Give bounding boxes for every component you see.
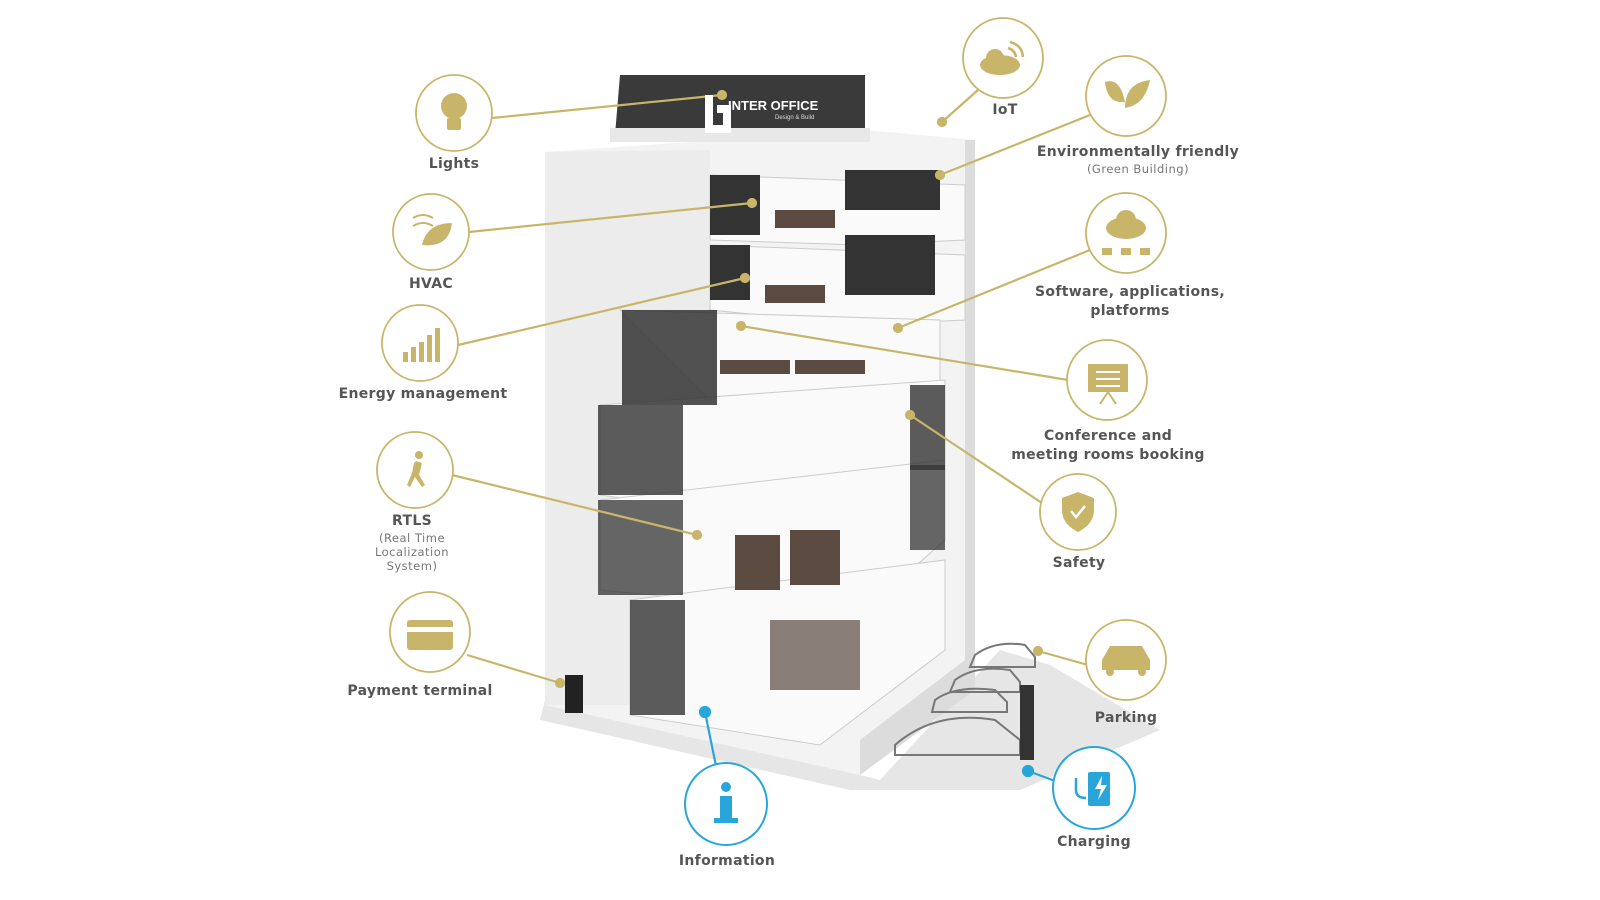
svg-text:INTER OFFICE: INTER OFFICE [728, 98, 819, 113]
ev-charger-icon [1074, 772, 1110, 806]
eco-subtitle: (Green Building) [1086, 162, 1190, 176]
energy-label: Energy management [338, 386, 508, 402]
rtls-title: RTLS [392, 513, 432, 529]
leaves-icon [1105, 80, 1150, 108]
hvac-label: HVAC [409, 276, 453, 292]
eco-circle [1085, 55, 1167, 137]
parking-label: Parking [1094, 710, 1158, 726]
walking-person-icon [407, 451, 425, 487]
bar-chart-icon [403, 328, 440, 362]
rtls-subtitle: (Real Time Localization System) [374, 531, 450, 573]
presentation-board-icon [1088, 364, 1128, 405]
cloud-wifi-icon [980, 40, 1025, 75]
lightbulb-icon [441, 93, 467, 130]
conference-label: Conference and meeting rooms booking [1011, 428, 1205, 463]
svg-text:Design & Build: Design & Build [775, 115, 814, 121]
charging-label: Charging [1057, 834, 1131, 850]
cloud-network-icon [1102, 210, 1150, 255]
eco-title: Environmentally friendly [1036, 144, 1240, 160]
eco-label: Environmentally friendly (Green Building) [1037, 143, 1239, 176]
inter-office-logo: INTER OFFICE Design & Build [705, 95, 819, 133]
lights-label: Lights [428, 156, 480, 172]
information-label: Information [678, 853, 776, 869]
payment-kiosk [565, 675, 583, 713]
shield-check-icon [1062, 492, 1094, 532]
car-icon [1102, 646, 1150, 676]
iot-label: IoT [992, 102, 1018, 118]
payment-label: Payment terminal [347, 683, 493, 699]
safety-label: Safety [1052, 555, 1106, 571]
building [545, 75, 975, 775]
credit-card-icon [407, 620, 453, 650]
air-leaf-icon [412, 214, 452, 246]
info-icon [714, 782, 738, 823]
ev-charger [1020, 685, 1034, 760]
software-label: Software, applications, platforms [1035, 284, 1225, 319]
rtls-label: RTLS (Real Time Localization System) [352, 512, 472, 573]
rooftop-pavilion [615, 75, 865, 135]
